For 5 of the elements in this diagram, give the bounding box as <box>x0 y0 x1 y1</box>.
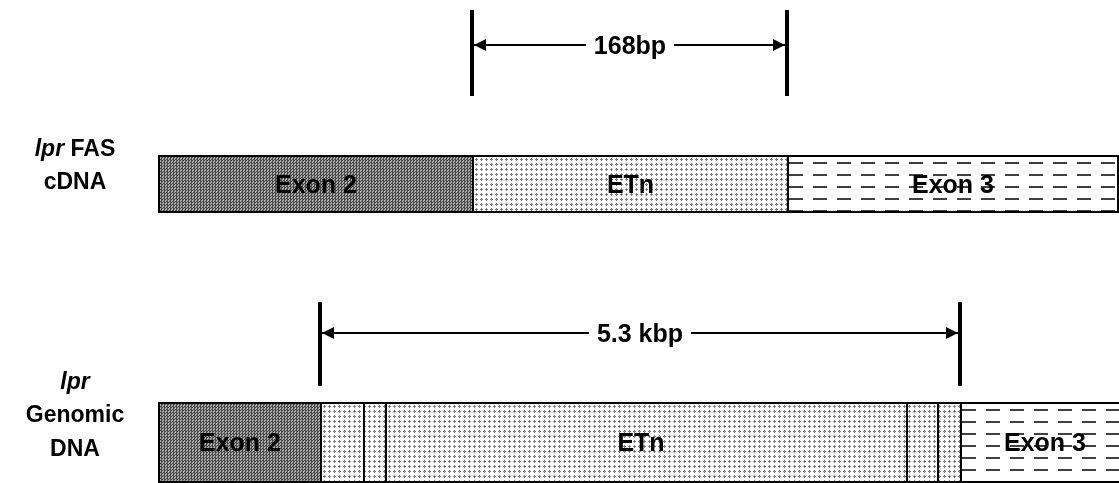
row-label: lpr Genomic DNA <box>24 367 126 463</box>
insertion-segment: ETn <box>320 402 962 483</box>
row-label: lpr FAS cDNA <box>33 133 117 196</box>
exon-segment: Exon 3 <box>960 402 1119 483</box>
insertion-segment: ETn <box>472 155 789 213</box>
